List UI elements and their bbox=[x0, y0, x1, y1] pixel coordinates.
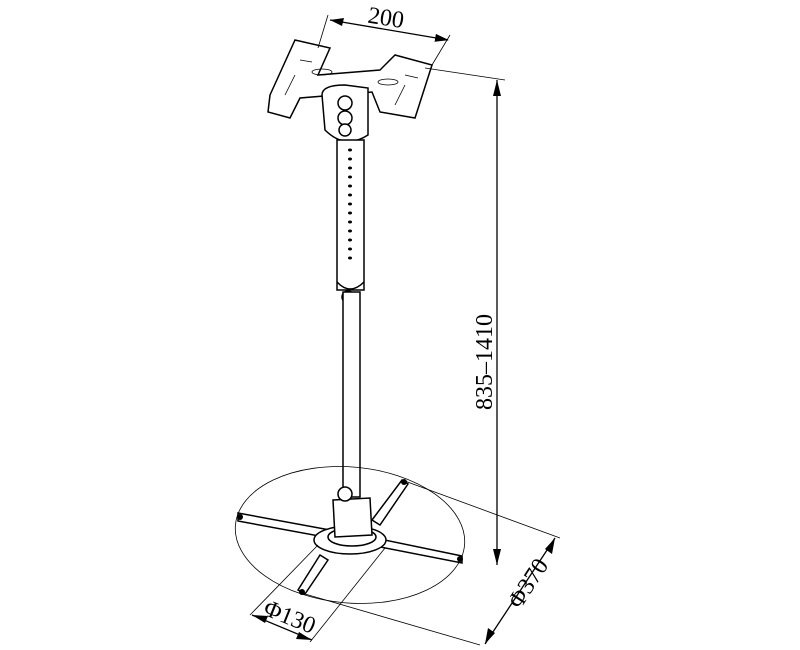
width-dimension: 200 bbox=[317, 3, 451, 66]
width-label: 200 bbox=[366, 3, 406, 34]
adjustment-hole bbox=[348, 247, 352, 251]
projector-base bbox=[234, 466, 466, 604]
inner-diameter-label: Φ130 bbox=[260, 595, 319, 639]
adjustment-hole bbox=[348, 175, 352, 179]
adjustment-hole bbox=[348, 256, 352, 260]
outer-diameter-label: Φ370 bbox=[503, 554, 554, 613]
ceiling-plate bbox=[267, 39, 433, 143]
adjustment-hole bbox=[348, 220, 352, 224]
adjustment-hole bbox=[348, 211, 352, 215]
adjustment-hole bbox=[348, 229, 352, 233]
height-label: 835–1410 bbox=[472, 314, 498, 410]
upper-tube bbox=[336, 139, 365, 304]
adjustment-hole bbox=[348, 166, 352, 170]
adjustment-hole bbox=[348, 193, 352, 197]
adjustment-hole bbox=[348, 148, 352, 152]
adjustment-hole bbox=[348, 202, 352, 206]
adjustment-hole bbox=[348, 238, 352, 242]
adjustment-hole bbox=[348, 184, 352, 188]
height-dimension: 835–1410 bbox=[424, 67, 506, 565]
adjustment-hole bbox=[348, 157, 352, 161]
